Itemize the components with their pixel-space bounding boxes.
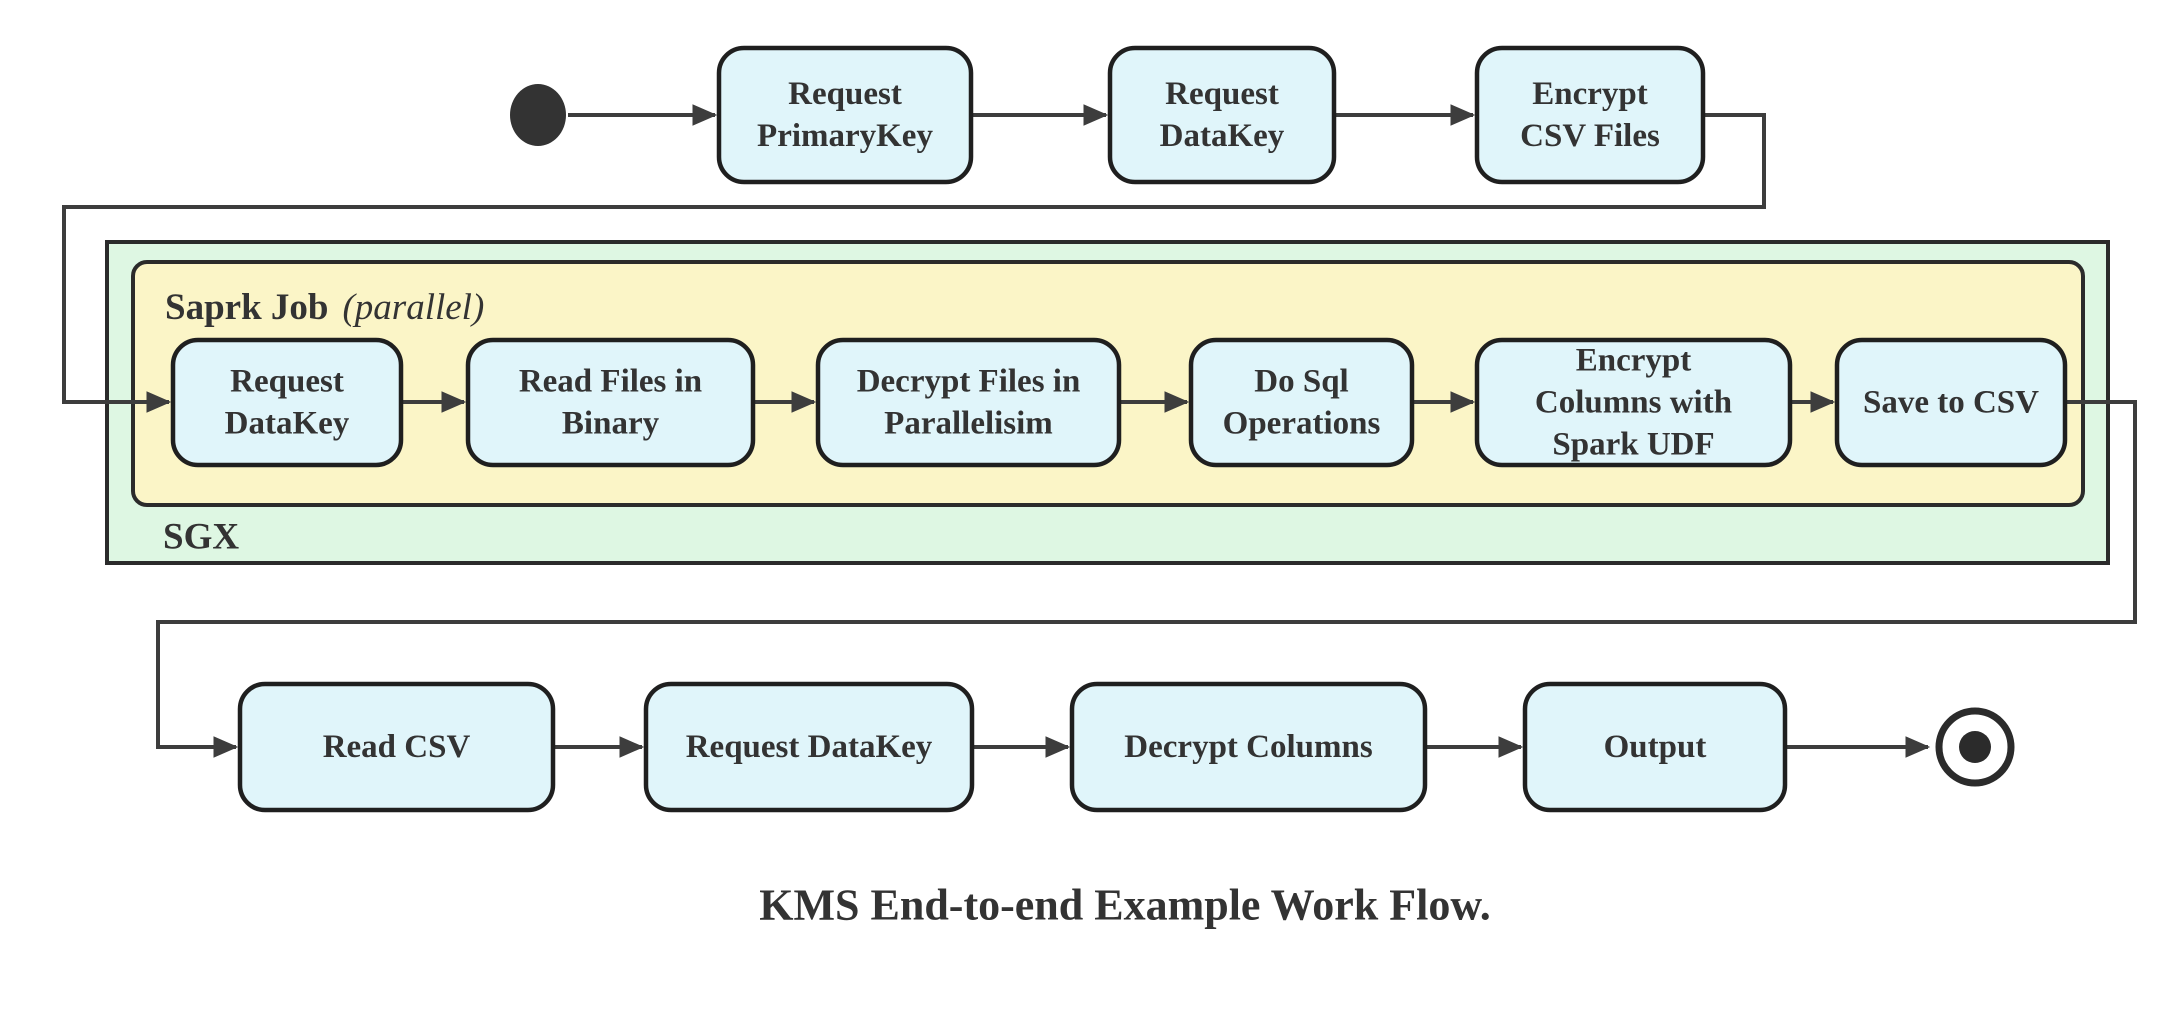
node-request-datakey-bottom: Request DataKey bbox=[643, 681, 975, 813]
node-label-line: Request DataKey bbox=[686, 729, 933, 765]
node-label: Decrypt Files in Parallelisim bbox=[857, 364, 1081, 442]
node-shape bbox=[170, 337, 404, 468]
node-shape bbox=[716, 45, 974, 185]
node-label: Decrypt Columns bbox=[1124, 729, 1373, 765]
node-label-line: Read Files in bbox=[519, 364, 702, 400]
node-decrypt-files-in-parallelisim: Decrypt Files in Parallelisim bbox=[815, 337, 1122, 468]
node-shape bbox=[1522, 681, 1788, 813]
spark-job-label-text: Saprk Job bbox=[165, 287, 328, 328]
node-label-line: Request bbox=[788, 76, 902, 112]
node-label-line: Request bbox=[230, 364, 344, 400]
node-label-line: Operations bbox=[1223, 406, 1381, 442]
node-shape bbox=[465, 337, 756, 468]
node-label: Read Files in Binary bbox=[519, 364, 702, 442]
node-label-line: Decrypt Columns bbox=[1124, 729, 1373, 765]
node-shape bbox=[1069, 681, 1428, 813]
node-label-line: Read CSV bbox=[323, 729, 471, 765]
node-shape bbox=[1834, 337, 2068, 468]
node-shape bbox=[1474, 45, 1706, 185]
edge-save-to-csv-to-read-csv bbox=[156, 400, 2137, 758]
edges-layer bbox=[62, 104, 2137, 758]
node-label-line: CSV Files bbox=[1520, 118, 1660, 154]
spark-job-label: Saprk Job (parallel) bbox=[165, 287, 484, 328]
sgx-label: SGX bbox=[163, 517, 239, 558]
node-label: Output bbox=[1604, 729, 1707, 765]
node-label-line: Parallelisim bbox=[884, 406, 1053, 442]
node-shape bbox=[815, 337, 1122, 468]
node-label-line: Columns with bbox=[1535, 385, 1732, 421]
node-shape bbox=[1188, 337, 1415, 468]
node-label-line: Encrypt bbox=[1576, 343, 1692, 379]
node-output: Output bbox=[1522, 681, 1788, 813]
node-label-line: Output bbox=[1604, 729, 1707, 765]
node-label-line: Binary bbox=[562, 406, 660, 442]
node-label-line: DataKey bbox=[225, 406, 350, 442]
start-state-icon bbox=[510, 84, 566, 146]
node-label-line: Request bbox=[1165, 76, 1279, 112]
node-label-line: PrimaryKey bbox=[757, 118, 933, 154]
node-decrypt-columns: Decrypt Columns bbox=[1069, 681, 1428, 813]
node-save-to-csv: Save to CSV bbox=[1834, 337, 2068, 468]
end-state-inner-dot bbox=[1959, 731, 1991, 763]
node-shape bbox=[1474, 337, 1793, 468]
node-label-line: DataKey bbox=[1160, 118, 1285, 154]
node-label-line: Decrypt Files in bbox=[857, 364, 1081, 400]
node-label: Read CSV bbox=[323, 729, 471, 765]
edge-encrypt-csv-files-to-sgx-request-datakey bbox=[62, 113, 1766, 413]
node-label: Request DataKey bbox=[686, 729, 933, 765]
node-label-line: Encrypt bbox=[1532, 76, 1648, 112]
node-label-line: Save to CSV bbox=[1863, 385, 2039, 421]
node-read-csv: Read CSV bbox=[237, 681, 556, 813]
node-label-line: Do Sql bbox=[1254, 364, 1348, 400]
node-shape bbox=[643, 681, 975, 813]
node-shape bbox=[1107, 45, 1337, 185]
node-shape bbox=[237, 681, 556, 813]
diagram-caption: KMS End-to-end Example Work Flow. bbox=[759, 881, 1490, 930]
node-label-line: Spark UDF bbox=[1552, 427, 1714, 463]
node-label: Save to CSV bbox=[1863, 385, 2039, 421]
node-read-files-in-binary: Read Files in Binary bbox=[465, 337, 756, 468]
spark-job-parallel-qualifier: (parallel) bbox=[342, 287, 484, 328]
end-state-icon bbox=[1935, 707, 2015, 787]
